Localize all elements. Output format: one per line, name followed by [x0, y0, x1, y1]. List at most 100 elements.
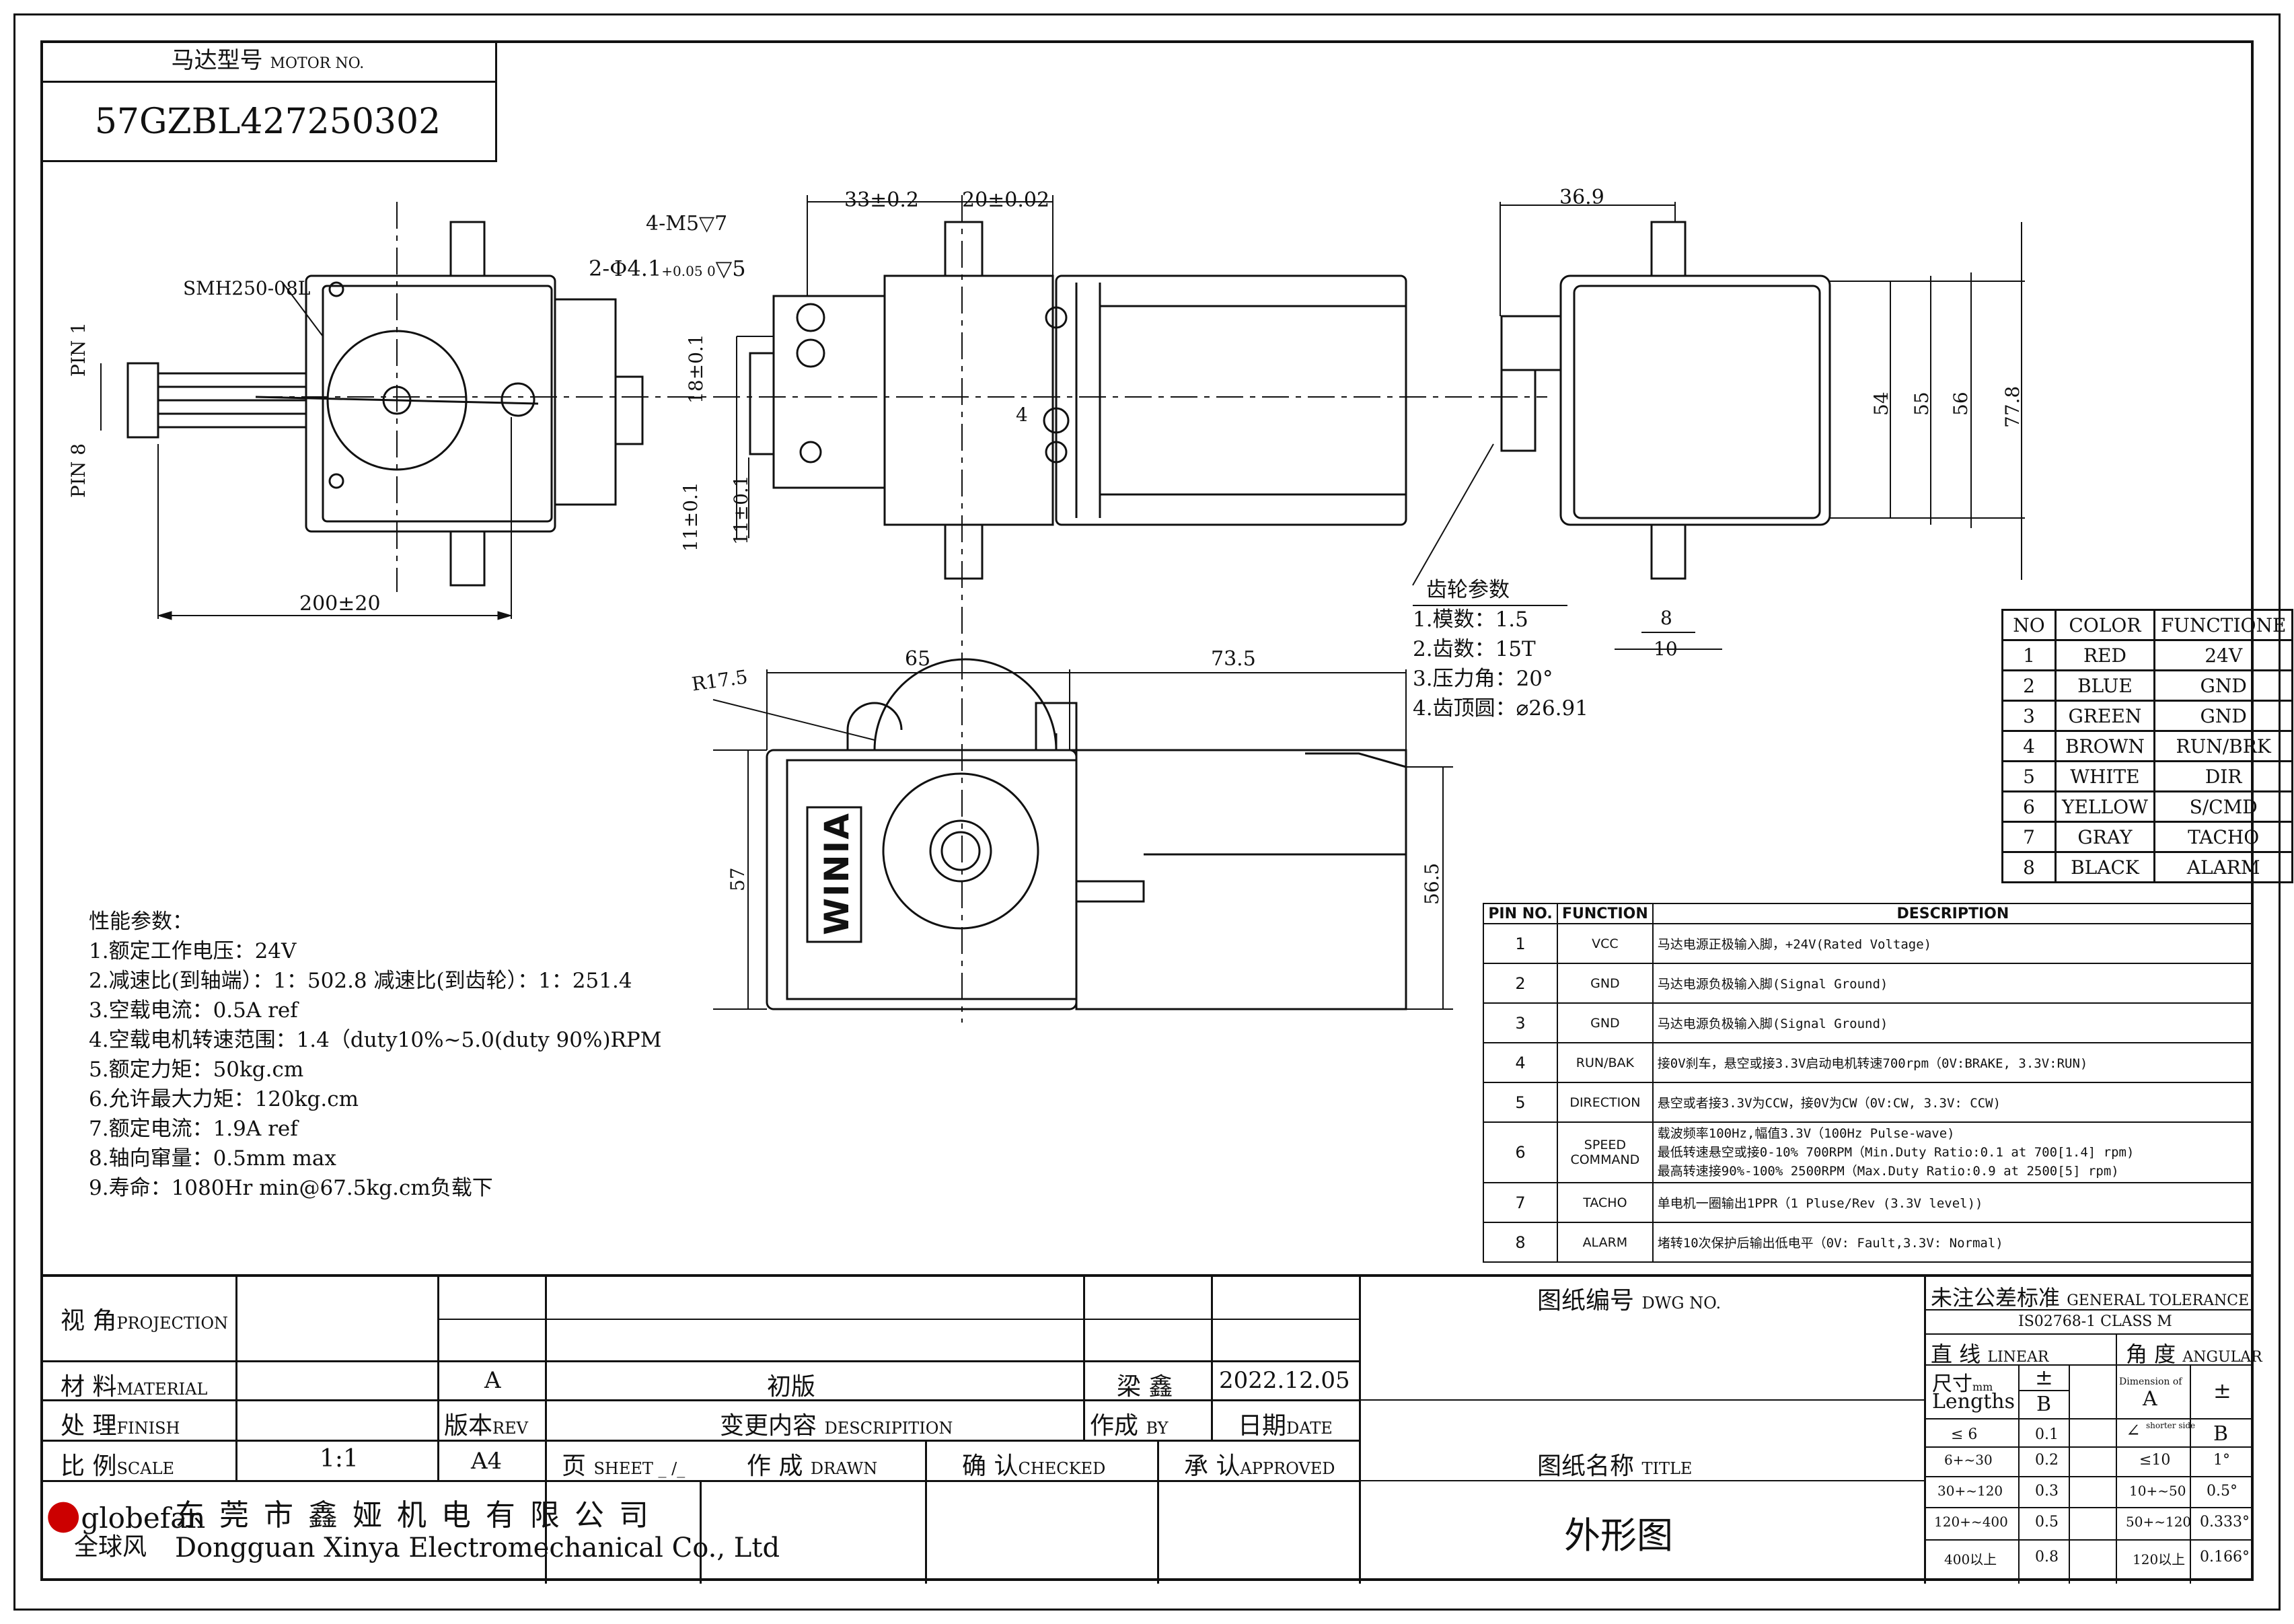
title-label: 图纸名称 TITLE	[1537, 1452, 1693, 1480]
dim-55: 55	[1911, 392, 1933, 416]
dim-65: 65	[905, 647, 931, 671]
tolerance-cell: ≤10	[2139, 1452, 2171, 1469]
gear-item: 3.压力角：20°	[1413, 667, 1553, 691]
side-view	[736, 195, 1407, 580]
performance-item: 9.寿命：1080Hr min@67.5kg.cm负载下	[89, 1176, 493, 1200]
rev-value: A	[484, 1367, 501, 1394]
gear-title: 齿轮参数	[1426, 578, 1510, 602]
tolerance-cell: 0.5	[2035, 1514, 2059, 1530]
performance-item: 2.减速比(到轴端）：1：502.8 减速比(到齿轮）：1：251.4	[89, 969, 632, 993]
tolerance-standard: IS02768-1 CLASS M	[2018, 1313, 2172, 1330]
tolerance-cell: 30+~120	[1937, 1483, 2003, 1499]
dim-holes-m5: 4-M5▽7	[646, 212, 728, 235]
angular-class-b: B	[2213, 1422, 2229, 1446]
sheet-label: 页 SHEET _ /_	[562, 1452, 686, 1480]
performance-title: 性能参数：	[89, 910, 193, 934]
motor-number-box: 马达型号 MOTOR NO. 57GZBL427250302	[40, 40, 497, 162]
performance-item: 4.空载电机转速范围：1.4（duty10%~5.0(duty 90%)RPM	[89, 1028, 662, 1052]
description-value: 初版	[767, 1373, 816, 1401]
performance-parameters: 性能参数： 1.额定工作电压：24V 2.减速比(到轴端）：1：502.8 减速…	[89, 907, 662, 1203]
tolerance-cell: 0.2	[2035, 1452, 2059, 1469]
drawing-title: 外形图	[1564, 1514, 1673, 1557]
dim-11b: 11±0.1	[730, 475, 752, 545]
linear-class: B	[2036, 1393, 2052, 1416]
dim-20: 20±0.02	[962, 188, 1050, 212]
dim-77-8: 77.8	[2001, 385, 2024, 428]
connector-label: SMH250-08L	[183, 277, 311, 299]
gear-item: 2.齿数：15T	[1413, 637, 1536, 661]
dim-11a: 11±0.1	[679, 482, 702, 552]
tolerance-cell: 0.333°	[2200, 1514, 2250, 1530]
pin8-label: PIN 8	[67, 443, 89, 498]
brand-label: WINIA	[817, 812, 856, 935]
motor-drawing	[100, 195, 2025, 1023]
pin1-label: PIN 1	[67, 322, 89, 377]
drawn-label: 作 成 DRAWN	[747, 1452, 878, 1480]
performance-item: 5.额定力矩：50kg.cm	[89, 1058, 304, 1082]
gear-item: 1.模数：1.5	[1413, 607, 1528, 632]
author-value: 梁 鑫	[1117, 1373, 1173, 1401]
checked-label: 确 认CHECKED	[962, 1452, 1106, 1480]
size-label: 尺寸mm	[1932, 1372, 1993, 1396]
dim-lead-length: 200±20	[299, 592, 381, 616]
tolerance-title: 未注公差标准 GENERAL TOLERANCE	[1931, 1285, 2250, 1311]
tolerance-cell: ≤ 6	[1951, 1426, 1978, 1443]
dim-8: 8	[1660, 607, 1672, 629]
company-name-en: Dongguan Xinya Electromechanical Co., Lt…	[175, 1533, 780, 1563]
tolerance-cell: 1°	[2213, 1452, 2230, 1469]
linear-pm: ±	[2035, 1364, 2053, 1390]
tolerance-cell: 400以上	[1944, 1551, 1997, 1567]
projection-label: 视 角PROJECTION	[61, 1307, 229, 1335]
center-lines	[256, 195, 1547, 1023]
dim-36-9: 36.9	[1559, 186, 1604, 209]
dim-54: 54	[1870, 392, 1892, 416]
motor-number-value: 57GZBL427250302	[94, 102, 441, 142]
dim-holes-d41: 2-Φ4.1+0.05 0▽5	[589, 256, 746, 281]
tolerance-cell: 0.1	[2035, 1426, 2059, 1443]
author-label: 作成 BY	[1090, 1412, 1169, 1440]
motor-number-label: 马达型号 MOTOR NO.	[40, 40, 495, 83]
sheet-size: A4	[471, 1448, 503, 1475]
dim-73-5: 73.5	[1211, 647, 1256, 671]
performance-item: 6.允许最大力矩：120kg.cm	[89, 1087, 359, 1111]
shorter-side-label: shorter side	[2146, 1421, 2196, 1430]
dim-56: 56	[1950, 392, 1972, 416]
material-label: 材 料MATERIAL	[61, 1373, 208, 1401]
dwg-no-label: 图纸编号 DWG NO.	[1537, 1287, 1722, 1315]
logo-mark: ●	[46, 1491, 81, 1538]
angular-label: 角 度 ANGULAR	[2126, 1341, 2262, 1367]
tolerance-cell: 6+~30	[1944, 1452, 1993, 1468]
scale-value: 1:1	[320, 1445, 359, 1473]
performance-item: 7.额定电流：1.9A ref	[89, 1117, 298, 1141]
company-logo: ●globefan	[46, 1491, 206, 1538]
tolerance-cell: 0.5°	[2207, 1483, 2237, 1500]
tolerance-cell: 10+~50	[2129, 1483, 2186, 1499]
gear-parameters: 齿轮参数 1.模数：1.5 2.齿数：15T 3.压力角：20° 4.齿顶圆：⌀…	[1413, 575, 1588, 723]
angle-icon: ∠	[2126, 1421, 2141, 1441]
dim-33: 33±0.2	[844, 188, 920, 212]
angular-class-a: A	[2143, 1387, 2157, 1411]
table-header-row: PIN NO. FUNCTION DESCRIPTION	[1483, 903, 2254, 924]
angular-pm: ±	[2213, 1378, 2231, 1403]
company-logo-cn: 全球风	[74, 1533, 147, 1561]
tolerance-cell: 50+~120	[2126, 1514, 2192, 1530]
scale-label: 比 例SCALE	[61, 1452, 175, 1480]
rev-label: 版本REV	[444, 1412, 528, 1440]
dim-10: 10	[1654, 638, 1678, 660]
dim-57: 57	[727, 867, 749, 891]
tolerance-table: 未注公差标准 GENERAL TOLERANCE IS02768-1 CLASS…	[1924, 1277, 2262, 1584]
